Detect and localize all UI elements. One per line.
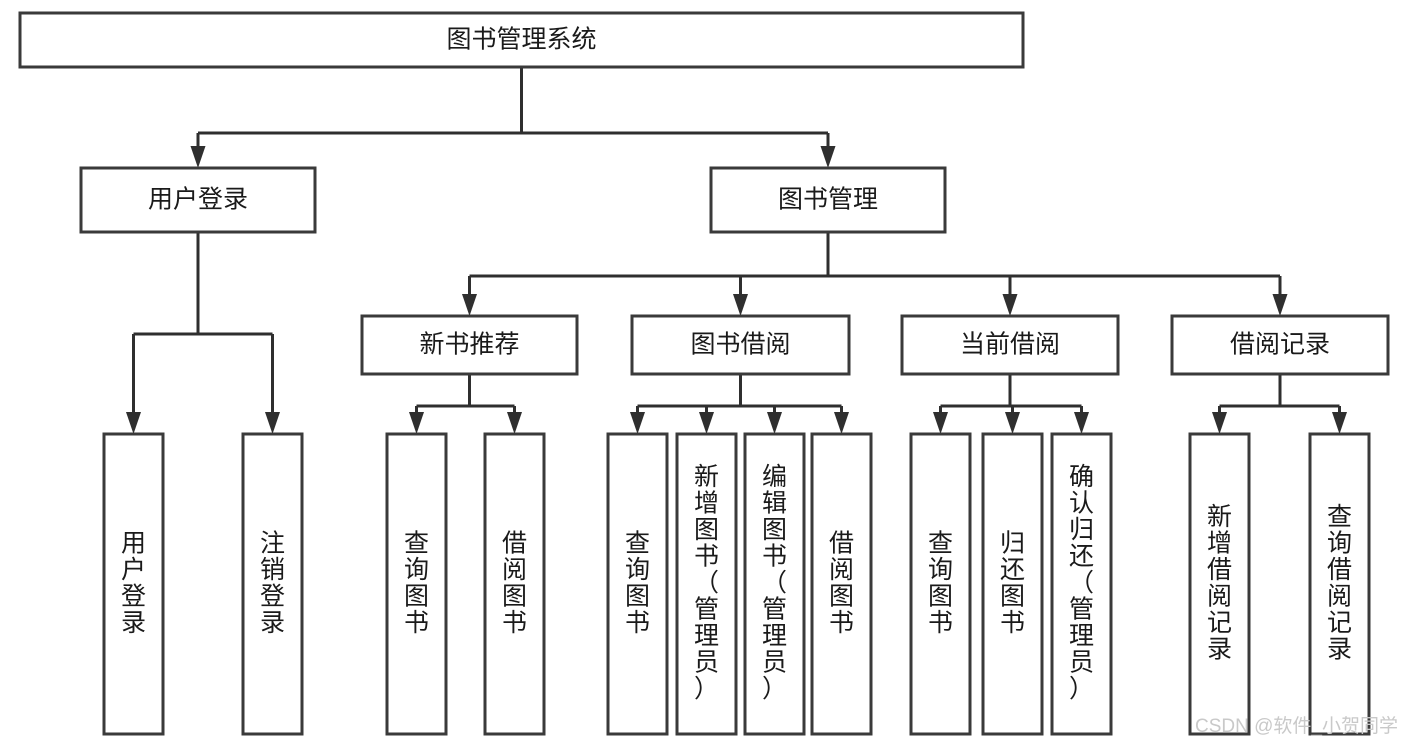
node-leaf-borrow-query[interactable]: 查询图书: [606, 432, 669, 736]
node-leaf-rec-borrow[interactable]: 借阅图书: [483, 432, 546, 736]
node-book-borrow[interactable]: 图书借阅: [630, 314, 851, 376]
arrow-head-icon: [409, 412, 424, 434]
arrow-head-icon: [126, 412, 141, 434]
node-box-leaf-borrow-query[interactable]: [606, 432, 669, 736]
connector-group-user-login: [126, 232, 280, 434]
node-label-leaf-rec-query2: 查询借阅记录: [1327, 502, 1352, 663]
node-label-leaf-rec-borrow: 借阅图书: [502, 529, 527, 637]
node-layer: 图书管理系统用户登录图书管理新书推荐图书借阅当前借阅借阅记录用户登录注销登录查询…: [18, 11, 1390, 736]
node-box-root[interactable]: [18, 11, 1025, 69]
watermark-label: CSDN @软件_小贺同学: [1195, 715, 1398, 737]
arrow-head-icon: [1005, 412, 1020, 434]
node-label-leaf-user-logout: 注销登录: [260, 529, 285, 637]
node-user-login[interactable]: 用户登录: [79, 166, 317, 234]
connector-group-book-manage: [462, 232, 1288, 316]
connector-group-current-borrow: [933, 374, 1089, 434]
node-label-leaf-borrow-query: 查询图书: [625, 529, 650, 637]
connector-group-borrow-record: [1212, 374, 1347, 434]
node-box-leaf-rec-query[interactable]: [385, 432, 448, 736]
node-box-leaf-rec-query2[interactable]: [1308, 432, 1371, 736]
node-leaf-borrow-edit[interactable]: 编辑图书（管理员）: [743, 432, 806, 736]
node-box-leaf-cur-return[interactable]: [981, 432, 1044, 736]
node-leaf-rec-query[interactable]: 查询图书: [385, 432, 448, 736]
arrow-head-icon: [699, 412, 714, 434]
node-label-current-borrow: 当前借阅: [960, 331, 1060, 359]
arrow-head-icon: [733, 294, 748, 316]
node-leaf-user-logout[interactable]: 注销登录: [241, 432, 304, 736]
arrow-head-icon: [820, 146, 836, 168]
node-label-book-manage: 图书管理: [778, 186, 878, 214]
node-label-leaf-borrow-add: 新增图书（管理员）: [694, 463, 719, 703]
arrow-head-icon: [1272, 294, 1288, 316]
node-label-user-login: 用户登录: [148, 186, 248, 214]
node-box-leaf-rec-borrow[interactable]: [483, 432, 546, 736]
node-borrow-record[interactable]: 借阅记录: [1170, 314, 1390, 376]
arrow-head-icon: [1074, 412, 1089, 434]
node-box-leaf-rec-add[interactable]: [1188, 432, 1251, 736]
node-leaf-user-login[interactable]: 用户登录: [102, 432, 165, 736]
node-current-borrow[interactable]: 当前借阅: [900, 314, 1120, 376]
node-label-book-borrow: 图书借阅: [690, 331, 790, 359]
node-label-leaf-rec-query: 查询图书: [404, 529, 429, 637]
node-label-borrow-record: 借阅记录: [1230, 331, 1330, 359]
node-box-leaf-cur-query[interactable]: [909, 432, 972, 736]
node-label-leaf-cur-query: 查询图书: [928, 529, 953, 637]
node-label-leaf-borrow-edit: 编辑图书（管理员）: [762, 463, 787, 703]
arrow-head-icon: [834, 412, 849, 434]
arrow-head-icon: [265, 412, 280, 434]
node-label-leaf-cur-return: 归还图书: [1000, 529, 1025, 637]
node-leaf-cur-return[interactable]: 归还图书: [981, 432, 1044, 736]
node-label-leaf-borrow-do: 借阅图书: [829, 529, 854, 637]
node-leaf-cur-query[interactable]: 查询图书: [909, 432, 972, 736]
node-box-leaf-borrow-do[interactable]: [810, 432, 873, 736]
node-label-leaf-rec-add: 新增借阅记录: [1207, 502, 1232, 663]
arrow-head-icon: [1212, 412, 1227, 434]
node-box-current-borrow[interactable]: [900, 314, 1120, 376]
node-label-new-book-rec: 新书推荐: [419, 331, 519, 359]
node-leaf-borrow-add[interactable]: 新增图书（管理员）: [675, 432, 738, 736]
arrow-head-icon: [1002, 294, 1018, 316]
arrow-head-icon: [630, 412, 645, 434]
node-leaf-rec-query2[interactable]: 查询借阅记录: [1308, 432, 1371, 736]
arrow-head-icon: [462, 294, 477, 316]
node-box-borrow-record[interactable]: [1170, 314, 1390, 376]
connector-group-book-borrow: [630, 374, 849, 434]
connector-group-new-book-rec: [409, 374, 522, 434]
node-box-leaf-borrow-edit[interactable]: [743, 432, 806, 736]
node-box-leaf-user-logout[interactable]: [241, 432, 304, 736]
node-new-book-rec[interactable]: 新书推荐: [360, 314, 579, 376]
node-label-leaf-cur-confirm: 确认归还（管理员）: [1069, 463, 1094, 703]
node-book-manage[interactable]: 图书管理: [709, 166, 947, 234]
node-box-leaf-user-login[interactable]: [102, 432, 165, 736]
node-label-leaf-user-login: 用户登录: [121, 529, 146, 637]
node-leaf-borrow-do[interactable]: 借阅图书: [810, 432, 873, 736]
node-leaf-rec-add[interactable]: 新增借阅记录: [1188, 432, 1251, 736]
node-root[interactable]: 图书管理系统: [18, 11, 1025, 69]
node-box-book-borrow[interactable]: [630, 314, 851, 376]
arrow-head-icon: [190, 146, 206, 168]
connector-group-root: [190, 67, 836, 168]
connector-layer: [126, 67, 1347, 434]
arrow-head-icon: [507, 412, 522, 434]
node-leaf-cur-confirm[interactable]: 确认归还（管理员）: [1050, 432, 1113, 736]
arrow-head-icon: [933, 412, 948, 434]
node-label-root: 图书管理系统: [446, 26, 596, 54]
node-box-book-manage[interactable]: [709, 166, 947, 234]
arrow-head-icon: [767, 412, 782, 434]
node-box-new-book-rec[interactable]: [360, 314, 579, 376]
node-box-user-login[interactable]: [79, 166, 317, 234]
arrow-head-icon: [1332, 412, 1347, 434]
node-box-leaf-borrow-add[interactable]: [675, 432, 738, 736]
node-box-leaf-cur-confirm[interactable]: [1050, 432, 1113, 736]
